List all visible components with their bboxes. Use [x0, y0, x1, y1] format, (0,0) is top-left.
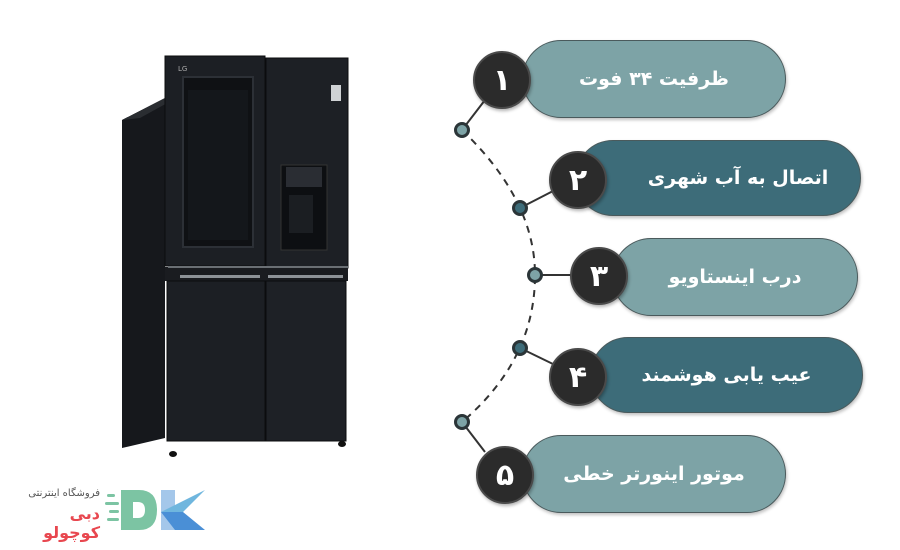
logo-subtitle: فروشگاه اینترنتی — [28, 488, 100, 499]
connector-dot-2 — [512, 200, 528, 216]
feature-pill-4: عیب یابی هوشمند — [590, 337, 863, 413]
dk-monogram-icon — [105, 490, 205, 530]
connector-dot-4 — [512, 340, 528, 356]
logo-name: دبی کوچولو — [43, 504, 100, 542]
feature-number-3: ٣ — [570, 247, 628, 305]
feature-label-1: ظرفیت ۳۴ فوت — [579, 68, 729, 90]
feature-pill-5: موتور اینورتر خطی — [522, 435, 786, 513]
connector-dot-3 — [527, 267, 543, 283]
feature-label-5: موتور اینورتر خطی — [563, 463, 745, 485]
feature-number-4: ۴ — [549, 348, 607, 406]
feature-label-2: اتصال به آب شهری — [647, 167, 829, 189]
feature-number-5: ۵ — [476, 446, 534, 504]
feature-label-4: عیب یابی هوشمند — [641, 364, 812, 386]
feature-number-1: ١ — [473, 51, 531, 109]
feature-number-2: ٢ — [549, 151, 607, 209]
feature-pill-1: ظرفیت ۳۴ فوت — [522, 40, 786, 118]
product-image: LG — [110, 40, 370, 470]
refrigerator-illustration: LG — [122, 55, 349, 457]
connector-dot-1 — [454, 122, 470, 138]
store-logo: فروشگاه اینترنتی دبی کوچولو — [10, 480, 210, 542]
feature-pill-3: درب اینستاویو — [612, 238, 858, 316]
lg-logo: LG — [178, 65, 187, 73]
feature-pill-2: اتصال به آب شهری — [575, 140, 861, 216]
connector-dot-5 — [454, 414, 470, 430]
feature-label-3: درب اینستاویو — [668, 266, 802, 288]
